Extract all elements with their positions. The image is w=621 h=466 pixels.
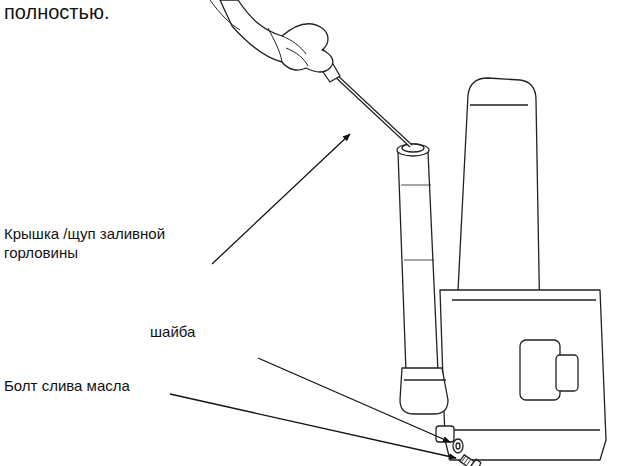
washer	[453, 439, 463, 453]
engine-drawing	[397, 78, 606, 466]
part-label: шайба	[150, 322, 195, 341]
part-label: Крышка /щуп заливной горловины	[4, 224, 209, 262]
part-label: Болт слива масла	[4, 376, 130, 395]
drain-bolt	[458, 452, 482, 466]
leader-line	[258, 358, 450, 442]
page-text: полностью.	[4, 0, 110, 25]
dipstick-and-hand	[210, 0, 411, 146]
leader-line	[212, 134, 350, 264]
leader-line	[170, 394, 456, 458]
leader-lines	[170, 134, 456, 458]
